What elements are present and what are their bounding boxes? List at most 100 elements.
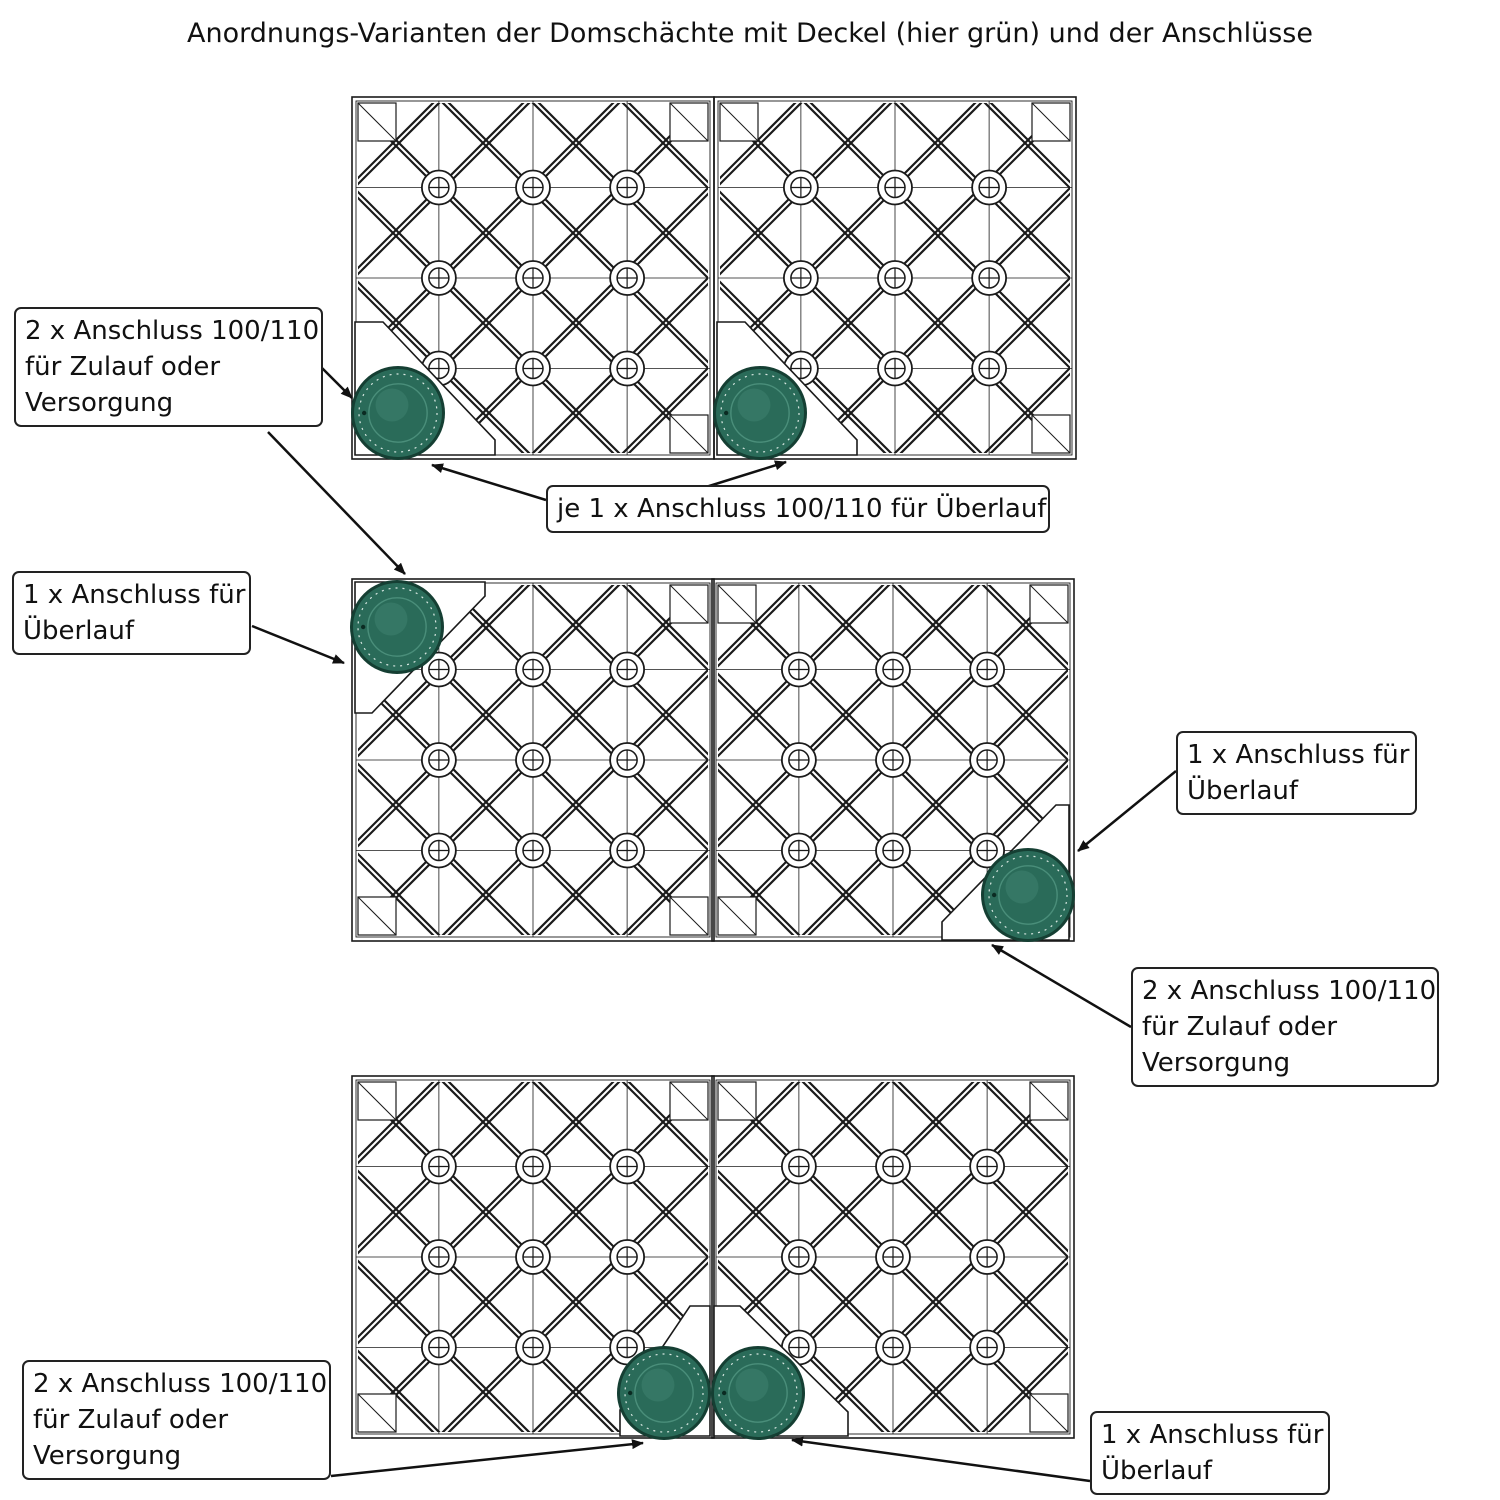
lattice-bar: [358, 1355, 435, 1432]
lattice-bar: [718, 1259, 891, 1432]
callout-line: 2 x Anschluss 100/110: [25, 316, 320, 346]
callout-line: Versorgung: [33, 1441, 182, 1471]
corner-block-diag: [1029, 1393, 1069, 1433]
callout-line: Versorgung: [25, 388, 174, 418]
lattice-bar: [1165, 97, 1500, 459]
module-frame: [351, 578, 715, 942]
lattice-bar: [627, 103, 708, 184]
callout-line: 1 x Anschluss für: [23, 580, 246, 610]
corner-block-diag: [1029, 584, 1069, 624]
lattice-bar: [897, 1261, 1068, 1432]
lattice-bar: [537, 585, 708, 756]
lid-notch: [627, 1390, 633, 1396]
lid-highlight: [641, 1368, 675, 1402]
lattice-bar: [899, 282, 1070, 453]
lattice-bar: [358, 286, 525, 453]
callout-line: 2 x Anschluss 100/110: [1142, 976, 1437, 1006]
lattice-bar: [720, 103, 893, 276]
dome-lid: [981, 848, 1075, 942]
lid-face: [620, 1349, 708, 1437]
corner-block-diag: [669, 414, 709, 454]
lattice-bar: [1247, 1076, 1500, 1438]
lattice-bar: [1249, 97, 1500, 459]
lattice-bar: [358, 585, 531, 758]
lattice-bar: [1067, 1076, 1429, 1438]
leader-arrow: [330, 1439, 644, 1478]
lattice-bar: [358, 858, 435, 935]
corner-block-diag: [357, 1393, 397, 1433]
leader-arrow: [431, 463, 547, 502]
lattice-bar: [1069, 97, 1431, 459]
lattice-bar: [897, 764, 1068, 935]
lattice-bar: [891, 1255, 1068, 1432]
lattice-bar: [358, 1082, 435, 1159]
lattice-bar: [1067, 1076, 1429, 1438]
lattice-bar: [718, 768, 885, 935]
lattice-bar: [718, 1265, 885, 1432]
lattice-bar: [1073, 1076, 1435, 1438]
corner-block-diag: [719, 102, 759, 142]
callout-top-overflow: je 1 x Anschluss 100/110 für Überlauf: [546, 485, 1050, 533]
lattice-bar: [358, 1265, 525, 1432]
lattice-bar: [891, 758, 1068, 935]
lid-scale-ring: [988, 855, 1068, 935]
lid-notch: [721, 1390, 727, 1396]
lattice-bar: [720, 280, 893, 453]
lattice-bar: [1247, 1076, 1500, 1438]
lattice-bar: [1345, 97, 1500, 459]
callout-line: Überlauf: [1101, 1456, 1213, 1486]
lid-inner-ring: [998, 865, 1058, 925]
lattice-bar: [1067, 1076, 1429, 1438]
lattice-bar: [1067, 97, 1429, 459]
corner-block-diag: [717, 584, 757, 624]
lattice-bar: [531, 1082, 708, 1259]
lattice-bar: [1157, 1076, 1500, 1438]
callout-line: je 1 x Anschluss 100/110 für Überlauf: [557, 494, 1047, 524]
lattice-bar: [1255, 97, 1500, 459]
lid-highlight: [737, 388, 771, 422]
lattice-bar: [718, 585, 885, 752]
lattice-bar: [531, 103, 708, 280]
lid-notch: [723, 410, 729, 416]
lattice-bar: [1067, 97, 1429, 459]
module-frame: [711, 578, 1075, 942]
lattice-bar: [358, 1349, 441, 1432]
callout-line: Versorgung: [1142, 1048, 1291, 1078]
lattice-bar: [981, 1082, 1068, 1169]
corner-block-diag: [717, 1081, 757, 1121]
lattice-bar: [893, 103, 1070, 280]
lid-face: [716, 369, 804, 457]
lattice-bar: [891, 1082, 1068, 1259]
corner-block-diag: [1029, 1081, 1069, 1121]
lattice-bar: [1435, 97, 1500, 459]
lattice-bar: [1159, 97, 1500, 459]
lid-inner-ring: [730, 383, 790, 443]
corner-block-diag: [669, 102, 709, 142]
corner-block-diag: [669, 1081, 709, 1121]
lattice-bar: [1435, 97, 1500, 459]
corner-block-diag: [669, 896, 709, 936]
lid-face: [714, 1349, 802, 1437]
lattice-bar: [1337, 1076, 1500, 1438]
lid-inner-ring: [634, 1363, 694, 1423]
corner-block-diag: [1031, 414, 1071, 454]
lattice-bar: [1343, 1076, 1500, 1438]
leader-arrow: [791, 1436, 1091, 1483]
lid-scale-ring: [624, 1353, 704, 1433]
lattice-bar: [1073, 1076, 1435, 1438]
lattice-bar: [358, 852, 441, 935]
lattice-bar: [720, 103, 803, 186]
lattice-bar: [891, 585, 1068, 762]
lattice-bar: [358, 280, 531, 453]
lid-highlight: [375, 388, 409, 422]
lattice-bar: [1067, 1076, 1429, 1438]
module-frame: [351, 1075, 715, 1439]
leader-arrow: [267, 431, 406, 575]
callout-line: 1 x Anschluss für: [1101, 1420, 1324, 1450]
lattice-bar: [358, 103, 531, 276]
lattice-bar: [1073, 1076, 1435, 1438]
lattice-bar: [1163, 1076, 1500, 1438]
lattice-bar: [1433, 579, 1500, 941]
lattice-bar: [718, 762, 891, 935]
leader-arrow: [319, 365, 353, 399]
